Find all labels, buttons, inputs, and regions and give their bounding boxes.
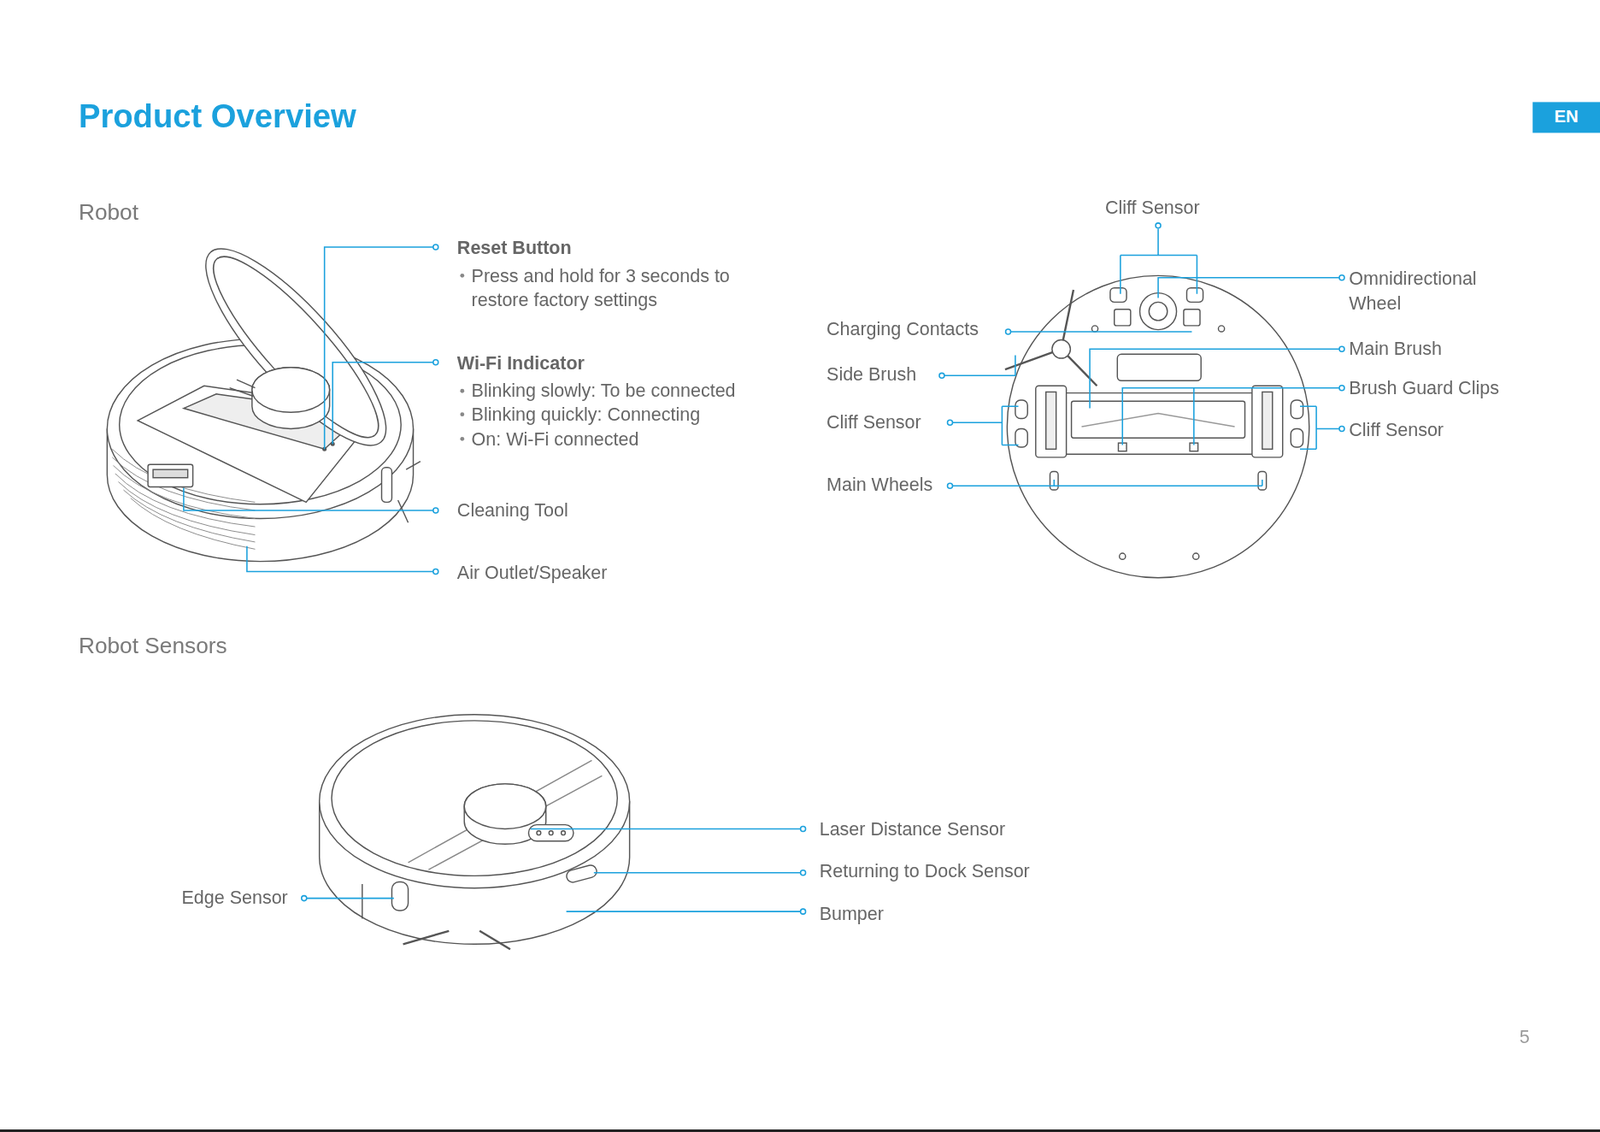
leader-dots [301,223,1345,914]
language-tab: EN [1532,101,1600,133]
tab-label: EN [1554,106,1579,128]
part-name: Main Brush [1348,336,1442,362]
part-name: Cliff Sensor [1348,417,1444,442]
part-name: Returning to Dock Sensor [819,858,1030,883]
robot-sensors-view [319,714,630,950]
part-name: Cliff Sensor [826,410,922,436]
page-number: 5 [1519,1024,1530,1050]
part-name: Cliff Sensor [1105,194,1200,220]
note: Press and hold for 3 seconds to restore … [471,263,753,312]
part-name: Wi-Fi Indicator [457,351,585,377]
part-name: Main Wheels [826,472,933,498]
part-name: Bumper [819,900,884,926]
note: On: Wi-Fi connected [471,426,640,452]
part-name: Air Outlet/Speaker [457,559,608,585]
section-heading: Robot Sensors [78,631,228,660]
section-heading: Robot [78,198,139,227]
note: Blinking slowly: To be connected [471,378,736,404]
part-name: Side Brush [826,362,917,388]
part-name: Edge Sensor [182,884,289,910]
part-name: Brush Guard Clips [1348,375,1500,400]
note: Blinking quickly: Connecting [471,401,701,427]
page-rule [0,1129,1600,1132]
part-name: Omnidirectional Wheel [1348,266,1502,316]
robot-open-lid [106,226,421,562]
part-name: Cleaning Tool [457,498,569,524]
robot-underside [1005,275,1310,577]
part-name: Laser Distance Sensor [819,816,1006,842]
part-name: Reset Button [457,235,572,261]
leader-lines [183,228,1341,912]
part-name: Charging Contacts [826,316,979,342]
page-title: Product Overview [78,95,357,137]
